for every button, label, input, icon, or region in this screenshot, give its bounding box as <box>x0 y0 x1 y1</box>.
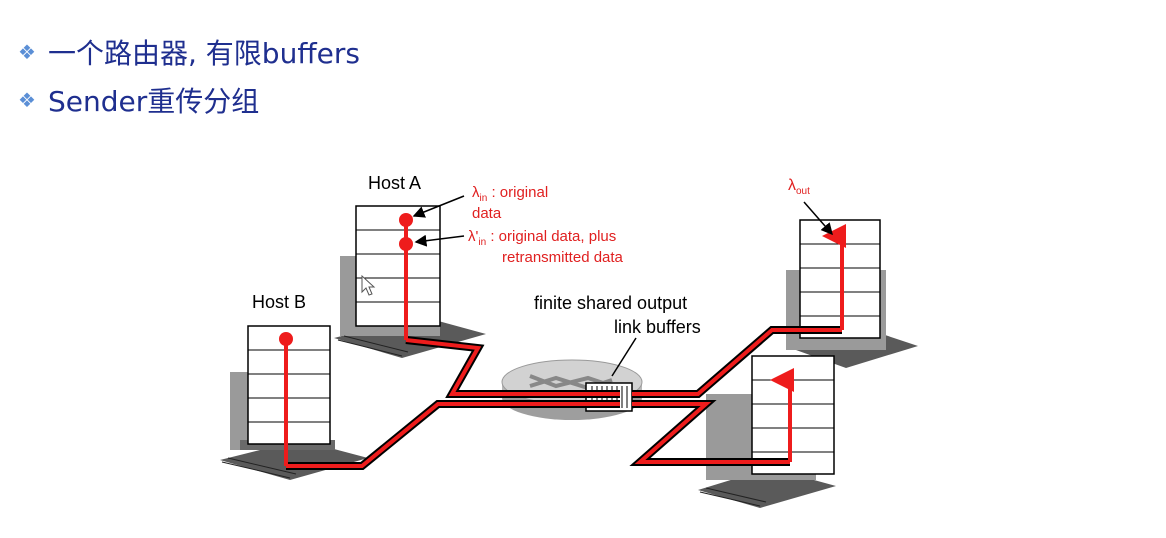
buffer-label-line1: finite shared output <box>534 293 687 313</box>
lambda-out-label: λout <box>788 177 810 197</box>
lambda-out-pointer-arrow <box>803 201 833 236</box>
bullet-item-retransmit: ❖ Sender重传分组 <box>14 76 360 124</box>
host-a-computer <box>334 205 486 358</box>
buffer-pointer-line <box>611 337 637 377</box>
bullet-list: ❖ 一个路由器, 有限buffers ❖ Sender重传分组 <box>14 28 360 124</box>
link-host-a-to-router <box>405 336 620 398</box>
host-a-source-dot-original <box>399 213 413 227</box>
bullet-text: Sender重传分组 <box>48 85 260 118</box>
host-b-computer <box>220 325 368 480</box>
lambda-in-prime-pointer-arrow <box>414 234 465 247</box>
link-router-to-upper-host <box>632 326 842 398</box>
diamond-bullet-icon: ❖ <box>18 88 36 112</box>
link-host-b-to-router <box>286 400 620 470</box>
host-b-source-dot <box>279 332 293 346</box>
lambda-in-label-line2: data <box>472 205 502 222</box>
lambda-in-label: λin : original <box>472 184 548 204</box>
mouse-cursor-icon <box>361 274 376 296</box>
host-b-label: Host B <box>252 292 306 312</box>
host-a-label: Host A <box>368 173 421 193</box>
buffer-label-line2: link buffers <box>614 317 701 337</box>
lambda-in-prime-label-line2: retransmitted data <box>502 249 624 266</box>
bullet-text: 一个路由器, 有限buffers <box>48 37 360 70</box>
host-a-source-dot-retransmit <box>399 237 413 251</box>
diamond-bullet-icon: ❖ <box>18 40 36 64</box>
lambda-in-pointer-arrow <box>412 195 465 218</box>
bullet-item-router: ❖ 一个路由器, 有限buffers <box>14 28 360 76</box>
link-router-to-lower-host <box>629 400 790 466</box>
receiver-host-upper <box>786 219 918 368</box>
lambda-in-prime-label: λ'in : original data, plus <box>468 228 616 248</box>
